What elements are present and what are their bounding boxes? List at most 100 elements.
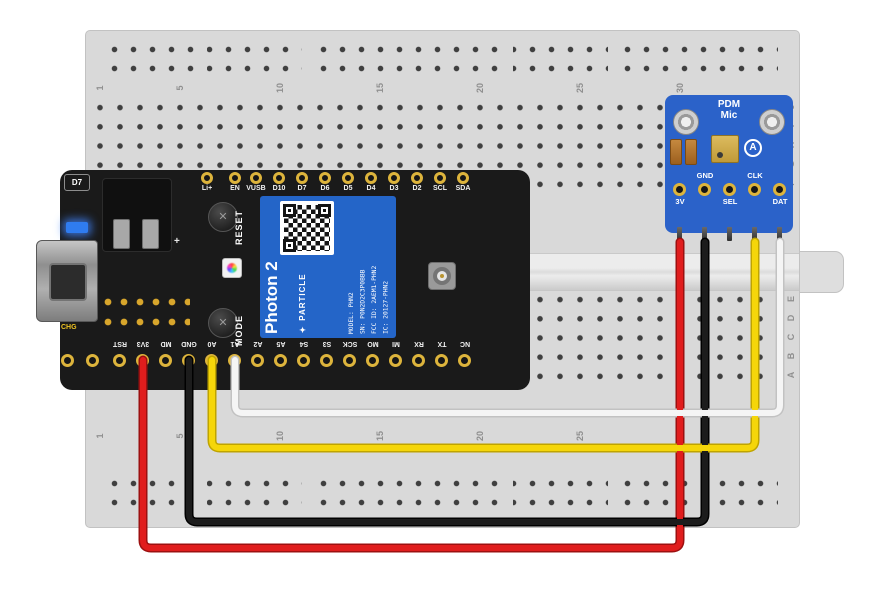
column-number: 25 [575, 83, 585, 94]
breadboard-power-rail-top [105, 40, 778, 78]
column-number: 5 [175, 85, 185, 91]
column-number: 1 [95, 85, 105, 91]
product-name: Photon 2 [262, 261, 281, 334]
column-number: 5 [175, 433, 185, 439]
photon-pin-sck [343, 354, 356, 367]
micro-usb-connector [36, 240, 98, 322]
photon-pin-a2 [251, 354, 264, 367]
pin-label: D5 [343, 185, 353, 192]
sticker-info-lines: MODEL: PHN2 SN: P0N2D2C3P0BBB FCC ID: 2A… [346, 200, 394, 334]
capacitor [685, 139, 697, 165]
battery-connector-slot [113, 219, 130, 249]
brand-text: PARTICLE [298, 273, 307, 321]
blue-led [66, 222, 88, 233]
photon-pin-rx [412, 354, 425, 367]
mic-pin-clk [748, 183, 761, 196]
battery-connector [102, 178, 172, 252]
mic-pin-label-gnd: GND [696, 171, 714, 180]
particle-logo-icon: ✦ [298, 324, 307, 334]
column-number: 15 [375, 83, 385, 94]
column-number: 30 [675, 431, 685, 442]
photon-pin-s3 [320, 354, 333, 367]
pdm-mic-board[interactable]: PDM Mic A GND CLK 3V SEL DAT [665, 95, 793, 241]
adafruit-logo-icon: A [744, 139, 762, 157]
row-letter: E [786, 296, 796, 303]
column-number: 30 [675, 83, 685, 94]
photon-pin-d3 [388, 172, 400, 184]
chg-label: CHG [61, 324, 77, 331]
mounting-hole [673, 109, 699, 135]
photon-pin-d2 [411, 172, 423, 184]
breadboard-power-rail-bottom [105, 474, 778, 512]
rgb-status-led [222, 258, 242, 278]
photon-pin-nc [458, 354, 471, 367]
photon-pin [61, 354, 74, 367]
battery-connector-slot [142, 219, 159, 249]
row-letter: A [786, 371, 796, 379]
row-letter: D [786, 314, 796, 322]
gold-test-pads [100, 292, 190, 332]
reset-label: RESET [234, 209, 244, 245]
pin-label: D3 [389, 185, 399, 192]
pin-label: SCL [433, 185, 447, 192]
photon-pin-scl [434, 172, 446, 184]
photon-pin-d4 [365, 172, 377, 184]
photon-pin-d7 [296, 172, 308, 184]
column-number: 25 [575, 431, 585, 442]
pin-label: D7 [297, 185, 307, 192]
photon-pin-d5 [342, 172, 354, 184]
sticker-line-ic: IC: 20127-PHN2 [382, 280, 390, 334]
mic-header-pin [727, 227, 732, 241]
qr-finder [318, 204, 331, 217]
sticker-line-fcc: FCC ID: 2AEM1-PHN2 [371, 265, 378, 334]
battery-plus-label: + [174, 236, 180, 247]
rgb-led-dot [227, 263, 237, 273]
d7-led-label: D7 [64, 174, 90, 191]
mic-pin-sel [723, 183, 736, 196]
mic-port-hole [717, 152, 723, 158]
photon-pin-mode [159, 354, 172, 367]
column-number: 10 [275, 83, 285, 94]
photon-pin-vusb [250, 172, 262, 184]
pin-label: D2 [412, 185, 422, 192]
photon2-board[interactable]: D7 CHG + Li+ EN VUSB D10 D7 D6 D5 D4 [36, 170, 530, 390]
brand-name: ✦ PARTICLE [298, 256, 313, 334]
row-letter: C [786, 333, 796, 341]
photon-pin-a0 [205, 354, 218, 367]
mode-label: MODE [234, 315, 244, 347]
mic-header-pin [752, 227, 757, 241]
photon-pin-mi [389, 354, 402, 367]
pin-label: SDA [455, 185, 471, 192]
reset-button[interactable]: ✕ [208, 202, 238, 232]
column-number: 10 [275, 431, 285, 442]
qr-finder [283, 204, 296, 217]
capacitor [670, 139, 682, 165]
ufl-antenna-connector [428, 262, 456, 290]
product-sticker: Photon 2 ✦ PARTICLE MODEL: PHN2 SN: P0N2… [260, 196, 396, 338]
pin-label: D10 [272, 185, 286, 192]
photon-pin-s4 [297, 354, 310, 367]
photon-pin-mo [366, 354, 379, 367]
mic-header-pin [777, 227, 782, 241]
photon-pin-gnd [182, 354, 195, 367]
photon-pin [86, 354, 99, 367]
pin-label: D6 [320, 185, 330, 192]
photon-pin-sda [457, 172, 469, 184]
pin-label-en: EN [230, 185, 240, 192]
column-number: 15 [375, 431, 385, 442]
mounting-hole [759, 109, 785, 135]
photon-pin-d10 [273, 172, 285, 184]
usb-slot [49, 263, 87, 301]
mic-pin-gnd [698, 183, 711, 196]
column-number: 20 [475, 83, 485, 94]
mic-pin-label-clk: CLK [747, 171, 763, 180]
mic-header-pin [702, 227, 707, 241]
pin-label-lipo: Li+ [201, 185, 213, 192]
photon-pin-lipo [201, 172, 213, 184]
breadboard-side-tab [799, 251, 844, 293]
mic-pin-label-sel: SEL [722, 197, 738, 206]
mic-pin-3v [673, 183, 686, 196]
mic-header-pin [677, 227, 682, 241]
photon-pin-a5 [274, 354, 287, 367]
photon-pin-rst [113, 354, 126, 367]
